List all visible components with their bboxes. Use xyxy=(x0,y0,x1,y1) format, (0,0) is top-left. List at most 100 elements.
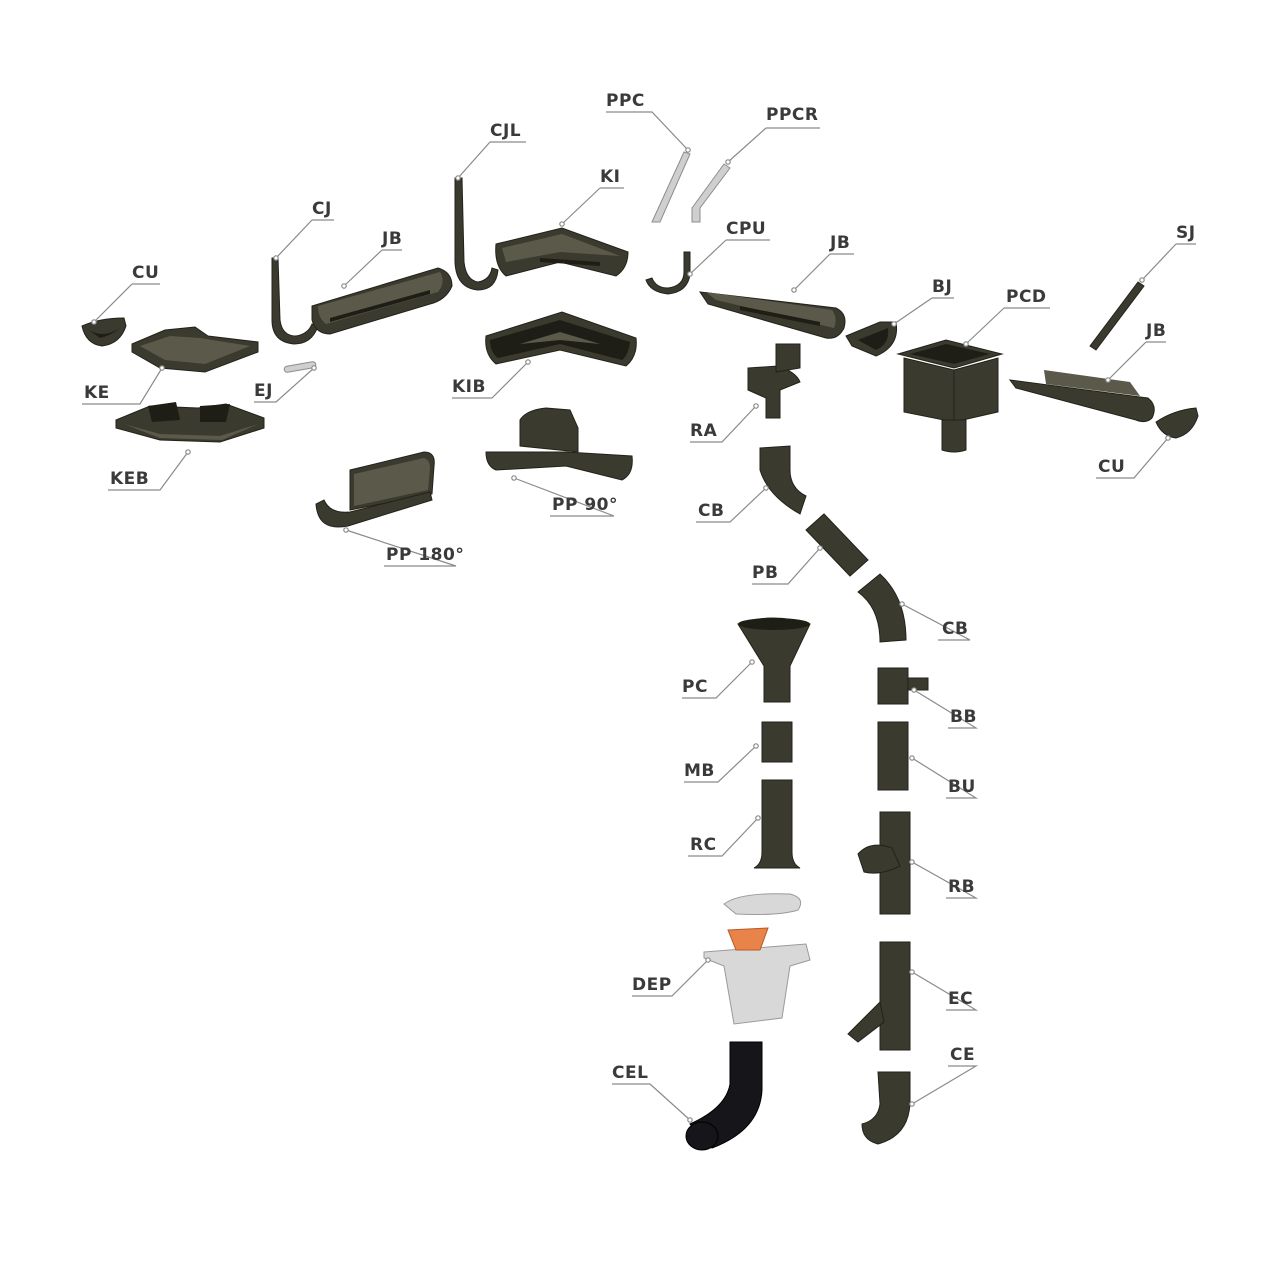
leader-dot xyxy=(687,1117,693,1123)
label-bb: BB xyxy=(950,707,977,727)
callout-labels: CU KE KEB CJ EJ JB CJL KI KIB PP 180° PP… xyxy=(84,91,1196,1083)
leader-dot xyxy=(909,859,915,865)
leader-lines xyxy=(82,111,1196,1123)
leader-dot xyxy=(343,527,349,533)
leader-dot xyxy=(911,687,917,693)
label-mb: MB xyxy=(684,761,715,781)
label-pc: PC xyxy=(682,677,708,697)
label-ec: EC xyxy=(948,989,973,1009)
label-pb: PB xyxy=(752,563,778,583)
leader-dot xyxy=(685,147,691,153)
shoe-elbow-part xyxy=(861,1071,911,1145)
rafter-bracket-part xyxy=(651,151,691,223)
label-bu: BU xyxy=(948,777,976,797)
label-jb-right: JB xyxy=(1145,321,1166,341)
label-ej: EJ xyxy=(254,381,273,401)
leader-dot xyxy=(1105,377,1111,383)
stay-rod-part xyxy=(1089,281,1145,351)
label-ra: RA xyxy=(690,421,718,441)
hopper-head-part xyxy=(896,339,1004,453)
label-dep: DEP xyxy=(632,975,672,995)
leader-dot xyxy=(273,255,279,261)
hanger-part xyxy=(271,257,319,345)
long-hanger-part xyxy=(454,177,499,291)
leader-dot xyxy=(525,359,531,365)
label-cjl: CJL xyxy=(490,121,521,141)
leader-dot xyxy=(341,283,347,289)
leader-dot xyxy=(909,969,915,975)
pipe-short-part xyxy=(877,721,909,791)
branch-socket-part xyxy=(877,667,929,705)
end-cap-right-part xyxy=(1155,407,1199,439)
label-cj: CJ xyxy=(312,199,332,219)
leader-dot xyxy=(899,601,905,607)
y-branch-part xyxy=(857,811,911,915)
external-corner-bracket-part xyxy=(115,402,265,443)
leader-dot xyxy=(1139,277,1145,283)
internal-corner-bracket-part xyxy=(485,311,637,367)
label-rc: RC xyxy=(690,835,717,855)
leader-dot xyxy=(185,449,191,455)
leader-dot xyxy=(909,1101,915,1107)
end-cap-left-part xyxy=(81,317,127,347)
leader-dot xyxy=(1165,435,1171,441)
label-cel: CEL xyxy=(612,1063,648,1083)
label-cu-right: CU xyxy=(1098,457,1125,477)
outlet-part xyxy=(747,343,801,419)
funnel-part xyxy=(737,617,811,703)
label-ki: KI xyxy=(600,167,621,187)
label-kib: KIB xyxy=(452,377,486,397)
label-cb-lower: CB xyxy=(942,619,968,639)
leader-dot xyxy=(963,341,969,347)
label-pp90: PP 90° xyxy=(552,495,618,515)
label-cb-upper: CB xyxy=(698,501,724,521)
gutter-bracket-180-part xyxy=(315,451,435,528)
leader-dot xyxy=(749,659,755,665)
label-ppcr: PPCR xyxy=(766,105,819,125)
label-ce: CE xyxy=(950,1045,975,1065)
external-corner-part xyxy=(131,326,259,373)
leader-dot xyxy=(753,403,759,409)
leader-dot xyxy=(817,545,823,551)
leader-dot xyxy=(791,287,797,293)
leader-dot xyxy=(511,475,517,481)
label-keb: KEB xyxy=(110,469,149,489)
leader-dot xyxy=(455,175,461,181)
leader-dot xyxy=(725,159,731,165)
hanger-short-part xyxy=(645,251,691,295)
leader-dot xyxy=(891,321,897,327)
coupler-part xyxy=(761,721,793,763)
label-jb-mid: JB xyxy=(829,233,850,253)
gutter-bracket-90-part xyxy=(485,407,633,481)
label-bj: BJ xyxy=(932,277,952,297)
outlet-pipe-part xyxy=(847,941,911,1051)
pipe-flared-part xyxy=(753,779,801,869)
pin-part xyxy=(283,361,317,373)
label-ke: KE xyxy=(84,383,110,403)
label-ppc: PPC xyxy=(606,91,645,111)
gutter-middle-part xyxy=(698,291,846,339)
elbow-lower-part xyxy=(857,573,907,643)
flexible-elbow-part xyxy=(685,1041,763,1151)
leader-dot xyxy=(311,365,317,371)
leader-dot xyxy=(763,485,769,491)
elbow-upper-part xyxy=(759,445,807,515)
label-rb: RB xyxy=(948,877,975,897)
gutter-right-part xyxy=(1008,370,1155,423)
joint-part xyxy=(845,321,898,357)
label-sj: SJ xyxy=(1176,223,1196,243)
label-jb-left: JB xyxy=(381,229,402,249)
leader-dot xyxy=(687,271,693,277)
label-pp180: PP 180° xyxy=(386,545,464,565)
leader-dot xyxy=(559,221,565,227)
leader-dot xyxy=(909,755,915,761)
leader-dot xyxy=(91,319,97,325)
pipe-segment-part xyxy=(805,513,869,577)
leader-dot xyxy=(753,743,759,749)
leader-dot xyxy=(755,815,761,821)
internal-corner-part xyxy=(495,227,629,277)
label-cu-left: CU xyxy=(132,263,159,283)
drain-collector-part xyxy=(703,893,811,1025)
label-pcd: PCD xyxy=(1006,287,1047,307)
